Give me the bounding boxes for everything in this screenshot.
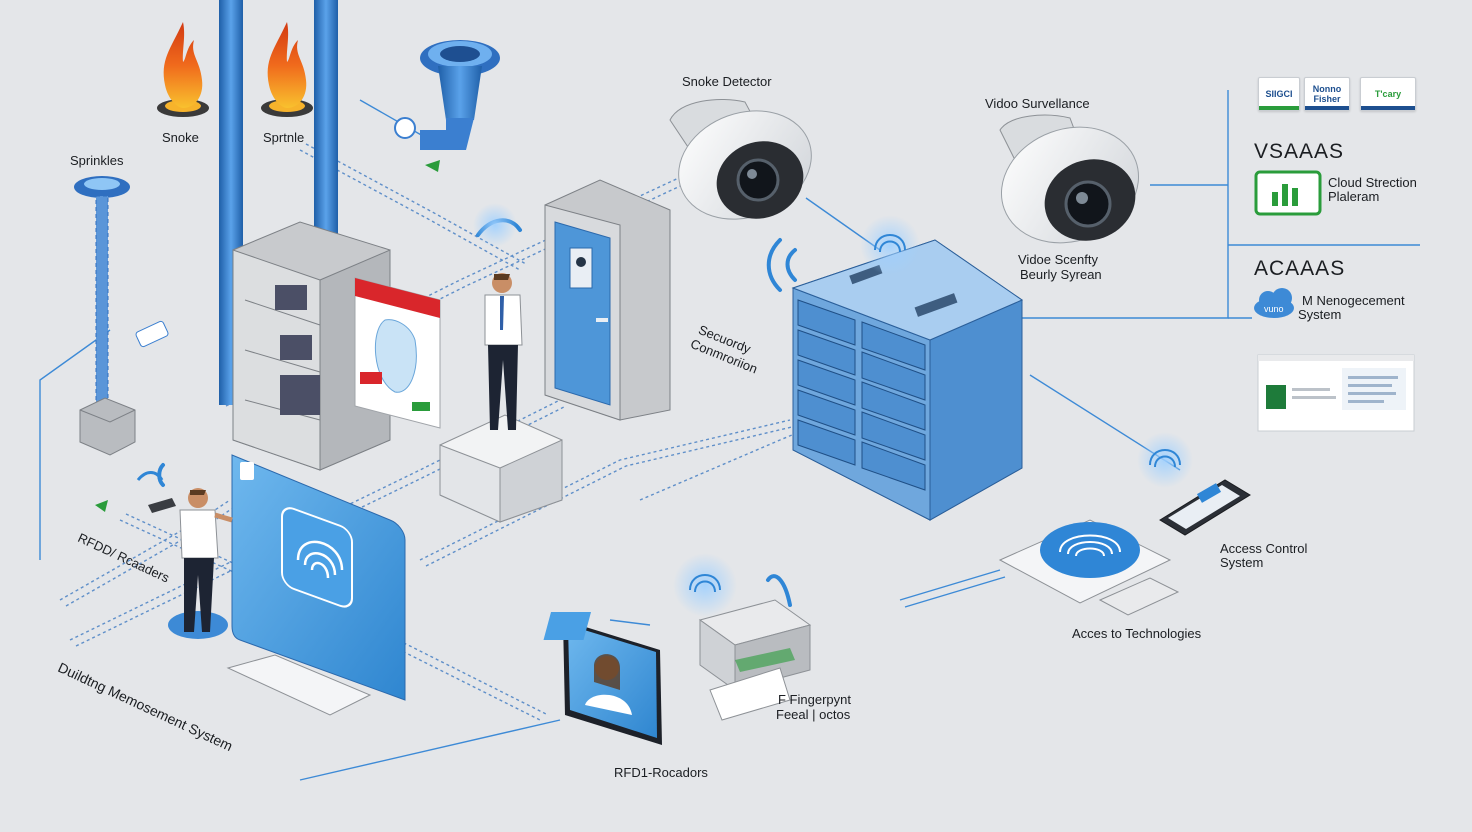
user-figure [168,488,233,639]
handheld-reader-icon [136,471,176,513]
smoke-label: Snoke [162,130,199,145]
surveillance-camera-icon [999,114,1140,244]
smoke-detector-label: Snoke Detector [682,74,772,89]
server-rack [791,239,1024,521]
cloud-platform-label-2: Plaleram [1328,189,1380,204]
certification-badge-3: T'cary [1360,77,1416,111]
sprinkles-label: Sprinkles [70,153,124,168]
access-technologies-label: Acces to Technologies [1072,626,1202,641]
flame-icon-left [157,22,209,117]
vsaas-heading: VSAAAS [1254,140,1345,163]
fingerprint-label-2: Feeal | octos [776,707,851,722]
certification-badge-1: SIIGCI [1258,77,1300,111]
fingerprint-pad-device [998,519,1180,616]
fingerprint-label-1: F Fingerpynt [778,692,851,707]
video-security-label-1: Vidoe Scenfty [1018,252,1098,267]
rfid-readers-label: RFD1-Rocadors [614,765,708,780]
face-reader-device [543,599,812,721]
cloud-icon [1254,288,1294,318]
smartphone-icon [1159,479,1251,536]
video-call-tablet [563,620,662,745]
sprinkler-head-icon [394,40,500,150]
pipe-valve-icon [95,160,440,512]
flame-icon-right [261,22,313,117]
certification-badge-2: Nonno Fisher [1304,77,1350,111]
management-dashboard-thumbnail [1257,354,1415,432]
bar-chart-icon [1254,170,1322,216]
security-guard-figure [439,273,563,523]
management-system-label-1: M Nenogecement [1302,293,1405,308]
cloud-icon-label: vuno [1264,304,1284,314]
fingerprint-glow-icon [473,203,1193,617]
management-system-label-2: System [1298,307,1342,322]
access-control-label-2: System [1220,555,1264,570]
cloud-platform-label-1: Cloud Strection [1328,175,1417,190]
sprinkle-label: Sprtnle [263,130,305,145]
acaaas-heading: ACAAAS [1254,257,1346,280]
video-security-label-2: Beurly Syrean [1020,267,1102,282]
smoke-detector-camera-icon [669,98,812,220]
keyboard-icon [226,654,372,716]
alert-tablet [354,277,441,429]
control-cabinet [232,221,391,471]
fingerprint-screen [231,454,406,701]
door-cabinet [544,179,671,421]
access-control-label-1: Access Control [1220,541,1308,556]
video-surveillance-label: Vidoo Survellance [985,96,1090,111]
sprinkler-stand-icon [74,176,169,456]
